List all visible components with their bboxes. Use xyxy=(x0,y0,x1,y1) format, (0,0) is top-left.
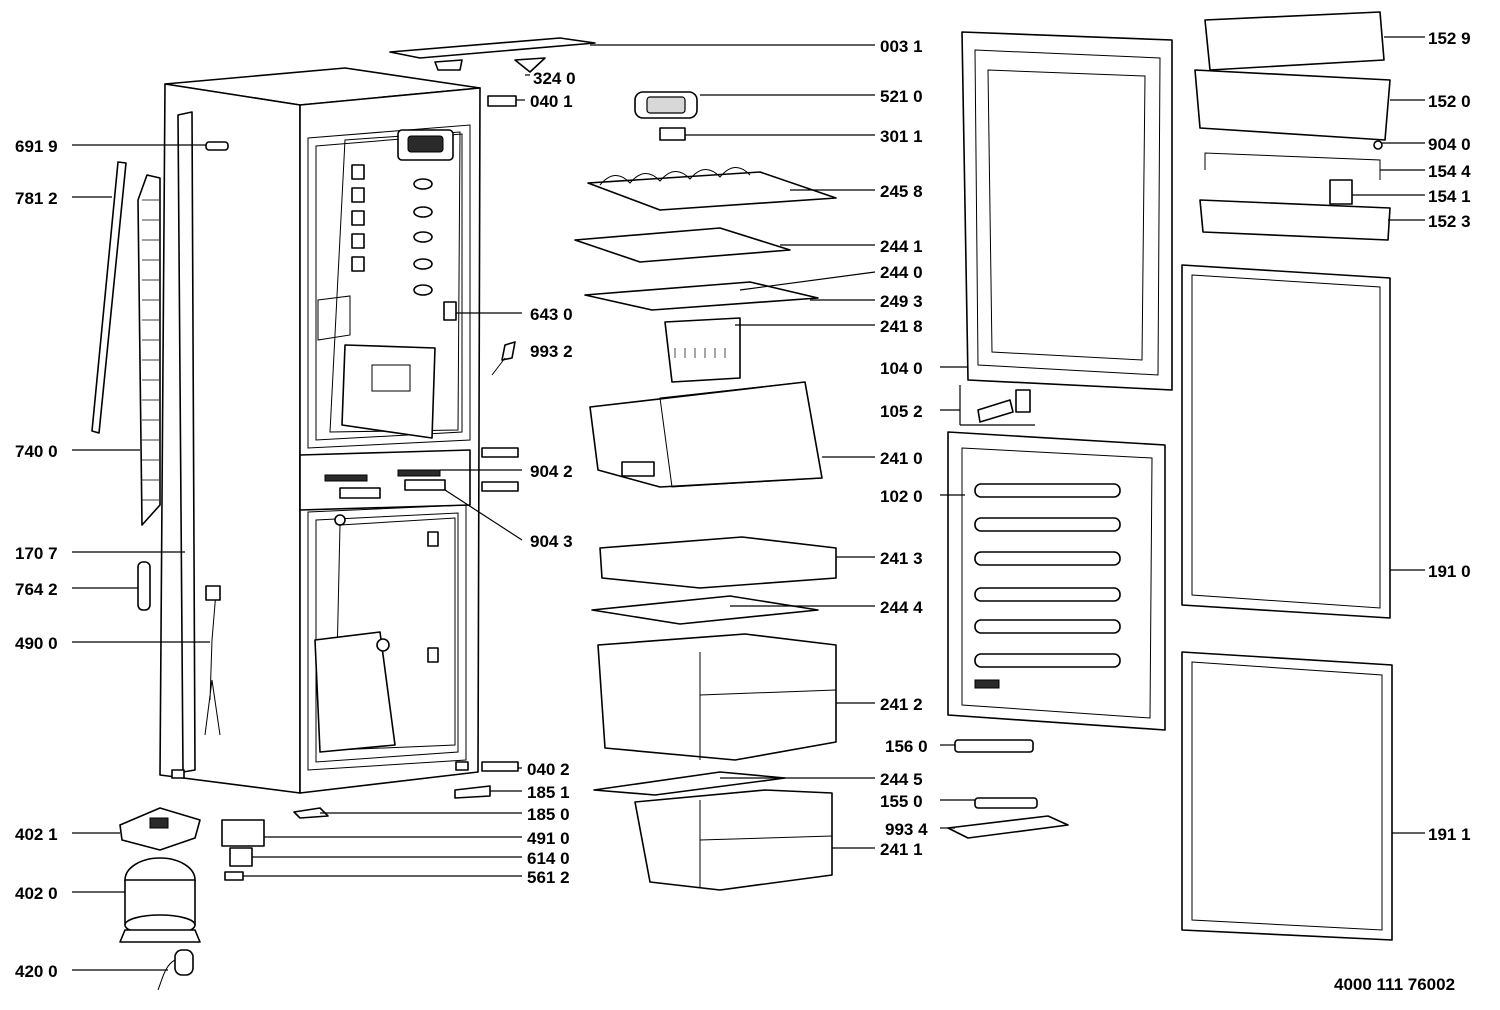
label-904-3: 904 3 xyxy=(530,532,573,551)
label-185-1: 185 1 xyxy=(527,783,570,802)
doors xyxy=(1181,11,1393,941)
part-labels: 003 1 324 0 040 1 691 9 781 2 740 0 170 … xyxy=(15,29,1471,994)
label-152-9: 152 9 xyxy=(1428,29,1471,48)
cabinet-body xyxy=(159,67,481,794)
label-003-1: 003 1 xyxy=(880,37,923,56)
label-491-0: 491 0 xyxy=(527,829,570,848)
label-249-3: 249 3 xyxy=(880,292,923,311)
compressor-parts xyxy=(119,807,265,991)
label-244-1: 244 1 xyxy=(880,237,923,256)
label-993-2: 993 2 xyxy=(530,342,573,361)
label-156-0: 156 0 xyxy=(885,737,928,756)
rail-ribs xyxy=(351,164,433,296)
side-parts xyxy=(91,141,229,736)
label-244-5: 244 5 xyxy=(880,770,923,789)
label-191-1: 191 1 xyxy=(1428,825,1471,844)
label-490-0: 490 0 xyxy=(15,634,58,653)
label-154-1: 154 1 xyxy=(1428,187,1471,206)
label-643-0: 643 0 xyxy=(530,305,573,324)
label-691-9: 691 9 xyxy=(15,137,58,156)
label-324-0: 324 0 xyxy=(533,69,576,88)
label-614-0: 614 0 xyxy=(527,849,570,868)
label-191-0: 191 0 xyxy=(1428,562,1471,581)
hinges xyxy=(293,341,519,819)
leader-lines xyxy=(72,36,1425,971)
label-155-0: 155 0 xyxy=(880,792,923,811)
label-241-3: 241 3 xyxy=(880,549,923,568)
label-241-8: 241 8 xyxy=(880,317,923,336)
label-402-1: 402 1 xyxy=(15,825,58,844)
label-241-1: 241 1 xyxy=(880,840,923,859)
door-liners xyxy=(947,31,1173,839)
label-185-0: 185 0 xyxy=(527,805,570,824)
diagram-id: 4000 111 76002 xyxy=(1334,975,1455,994)
label-740-0: 740 0 xyxy=(15,442,58,461)
label-152-0: 152 0 xyxy=(1428,92,1471,111)
label-244-4: 244 4 xyxy=(880,598,923,617)
label-244-0: 244 0 xyxy=(880,263,923,282)
label-561-2: 561 2 xyxy=(527,868,570,887)
label-781-2: 781 2 xyxy=(15,189,58,208)
label-040-1: 040 1 xyxy=(530,92,573,111)
label-241-2: 241 2 xyxy=(880,695,923,714)
label-154-4: 154 4 xyxy=(1428,162,1471,181)
label-904-2: 904 2 xyxy=(530,462,573,481)
label-521-0: 521 0 xyxy=(880,87,923,106)
label-105-2: 105 2 xyxy=(880,402,923,421)
label-904-0: 904 0 xyxy=(1428,135,1471,154)
label-402-0: 402 0 xyxy=(15,884,58,903)
label-420-0: 420 0 xyxy=(15,962,58,981)
shelves-and-drawers xyxy=(574,91,837,891)
label-245-8: 245 8 xyxy=(880,182,923,201)
label-301-1: 301 1 xyxy=(880,127,923,146)
label-241-0: 241 0 xyxy=(880,449,923,468)
top-parts xyxy=(389,37,596,107)
label-040-2: 040 2 xyxy=(527,760,570,779)
label-102-0: 102 0 xyxy=(880,487,923,506)
label-152-3: 152 3 xyxy=(1428,212,1471,231)
label-170-7: 170 7 xyxy=(15,544,58,563)
label-764-2: 764 2 xyxy=(15,580,58,599)
label-993-4: 993 4 xyxy=(885,820,928,839)
label-104-0: 104 0 xyxy=(880,359,923,378)
